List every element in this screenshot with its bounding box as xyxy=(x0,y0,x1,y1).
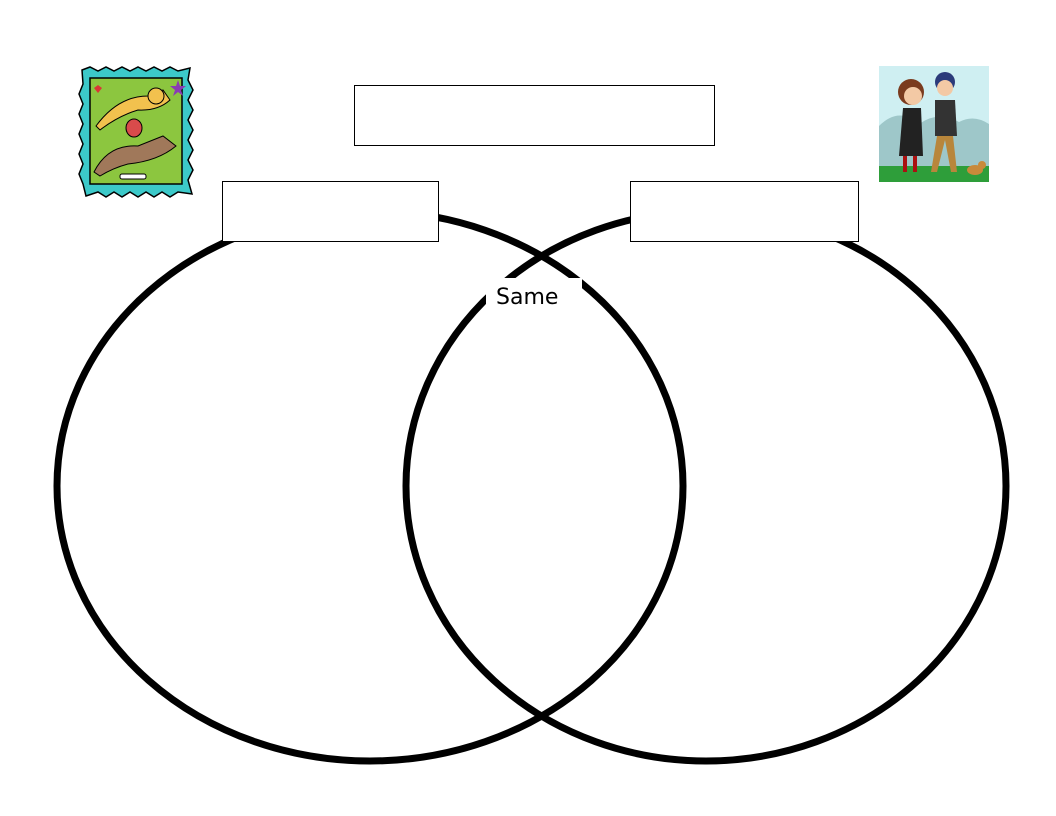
left-label-box[interactable] xyxy=(222,181,439,242)
couple-walking-dog-clipart-icon xyxy=(879,66,989,182)
cat-dog-clipart-icon xyxy=(78,66,194,198)
overlap-label: Same xyxy=(486,278,582,318)
right-label-box[interactable] xyxy=(630,181,859,242)
left-circle xyxy=(53,207,687,765)
title-input-box[interactable] xyxy=(354,85,715,146)
